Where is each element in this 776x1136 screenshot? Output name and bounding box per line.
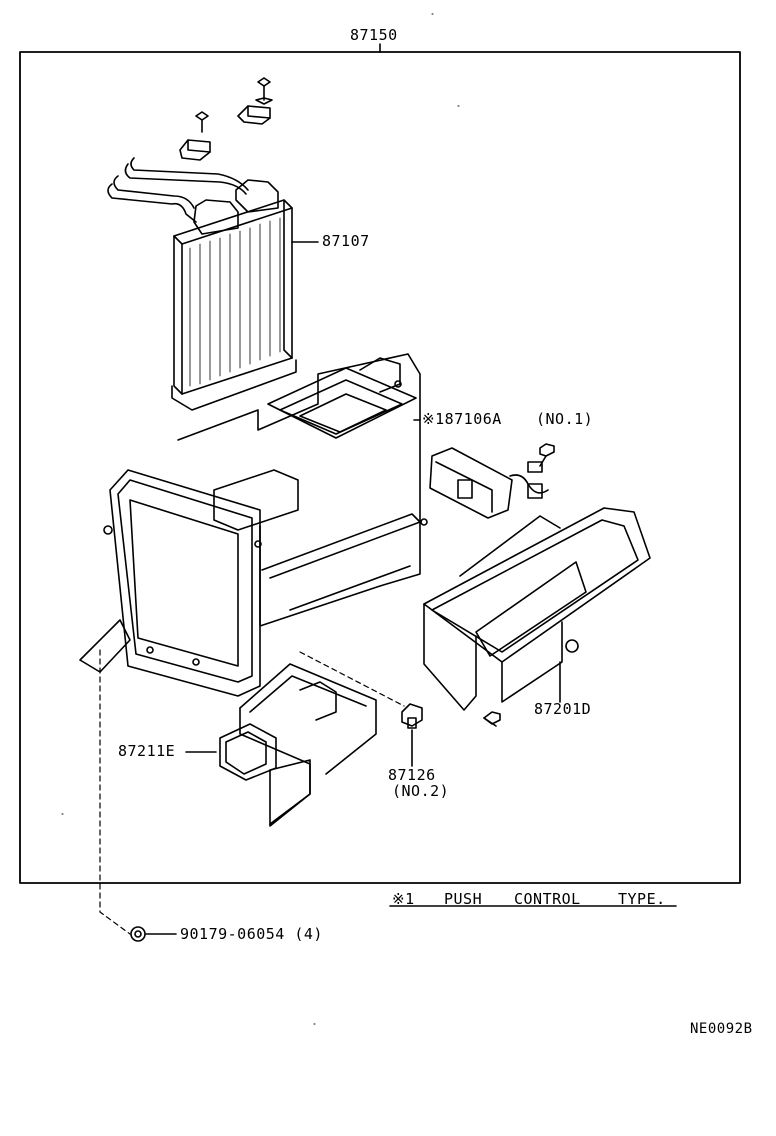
clamp-drawing: [401, 703, 423, 729]
footnote: ※1 PUSH CONTROL TYPE.: [392, 890, 666, 908]
nut-icon: [130, 926, 146, 942]
screw-icon: [237, 77, 273, 125]
servo-motor-drawing: [429, 447, 549, 519]
dashed-leader-clamp: [299, 651, 405, 707]
servo-motor-label: ※187106A: [422, 412, 502, 427]
footnote-word-type: TYPE.: [618, 890, 666, 908]
servo-motor-part-number: 87106A: [444, 410, 502, 428]
nut-label: 90179-06054 (4): [180, 927, 323, 942]
screw-icon: [539, 443, 555, 467]
footnote-mark: ※1: [392, 890, 415, 908]
servo-motor-note: (NO.1): [536, 410, 594, 428]
clamp-part-number: 87126: [388, 766, 436, 784]
footnote-word-push: PUSH: [444, 890, 483, 908]
dashed-leader-nut: [99, 649, 131, 935]
duct-part-number: 87211E: [118, 742, 176, 760]
nut-part-number: 90179-06054: [180, 925, 285, 943]
heater-core-drawing: [107, 157, 297, 411]
clamp-note: (NO.2): [392, 782, 450, 800]
footnote-word-control: CONTROL: [514, 890, 581, 908]
screw-icon: [179, 111, 211, 161]
blower-housing-drawing: [423, 507, 651, 711]
heater-core-part-number: 87107: [322, 232, 370, 250]
diagram-code: NE0092B: [690, 1021, 753, 1037]
push-control-mark: ※1: [422, 410, 445, 428]
stray-dots: [61, 13, 460, 1025]
assembly-part-number: 87150: [350, 26, 398, 44]
screw-icon: [483, 711, 501, 727]
blower-housing-part-number: 87201D: [534, 700, 592, 718]
duct-drawing: [219, 663, 377, 827]
heater-unit-case-drawing: [79, 353, 428, 697]
nut-quantity: (4): [294, 925, 323, 943]
